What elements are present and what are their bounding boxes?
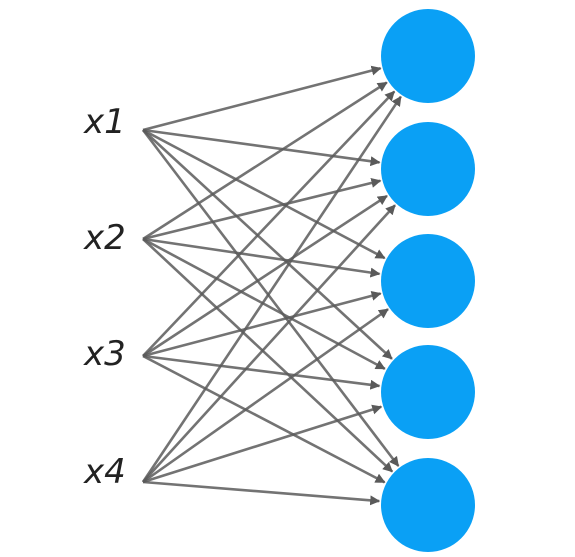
input-label-x2: x2 [83, 218, 126, 258]
connection-arrow-x3-to-n1 [142, 90, 396, 357]
input-label-x4: x4 [83, 452, 126, 492]
connection-arrow-x3-to-n5 [142, 354, 386, 484]
connection-arrow-x1-to-n5 [141, 129, 400, 467]
connection-arrow-x2-to-n5 [142, 238, 394, 473]
connection-arrow-x1-to-n4 [142, 129, 393, 360]
connection-arrow-x2-to-n3 [142, 237, 381, 278]
connection-arrow-x4-to-n1 [141, 95, 402, 483]
input-layer: x1 x2 x3 x4 [83, 102, 126, 492]
output-node [381, 458, 475, 552]
connection-arrow-x4-to-n4 [142, 404, 383, 484]
input-label-x3: x3 [83, 334, 126, 374]
connection-arrow-x4-to-n2 [142, 204, 396, 483]
connection-arrow-x1-to-n3 [142, 128, 386, 260]
connection-arrow-x3-to-n2 [142, 194, 388, 358]
connection-arrow-x4-to-n3 [142, 308, 389, 484]
connections [141, 65, 402, 506]
connection-arrow-x2-to-n4 [142, 237, 386, 370]
output-node [381, 234, 475, 328]
output-layer [381, 9, 475, 552]
input-label-x1: x1 [83, 102, 126, 142]
connection-arrow-x2-to-n2 [142, 177, 382, 241]
connection-arrow-x4-to-n5 [142, 480, 381, 506]
connection-arrow-x1-to-n2 [142, 128, 381, 167]
connection-arrow-x3-to-n4 [142, 354, 381, 390]
connection-arrow-x2-to-n1 [142, 81, 388, 241]
output-node [381, 345, 475, 439]
output-node [381, 9, 475, 103]
output-node [381, 122, 475, 216]
connection-arrow-x1-to-n1 [142, 65, 382, 132]
connection-arrow-x3-to-n3 [142, 290, 382, 358]
